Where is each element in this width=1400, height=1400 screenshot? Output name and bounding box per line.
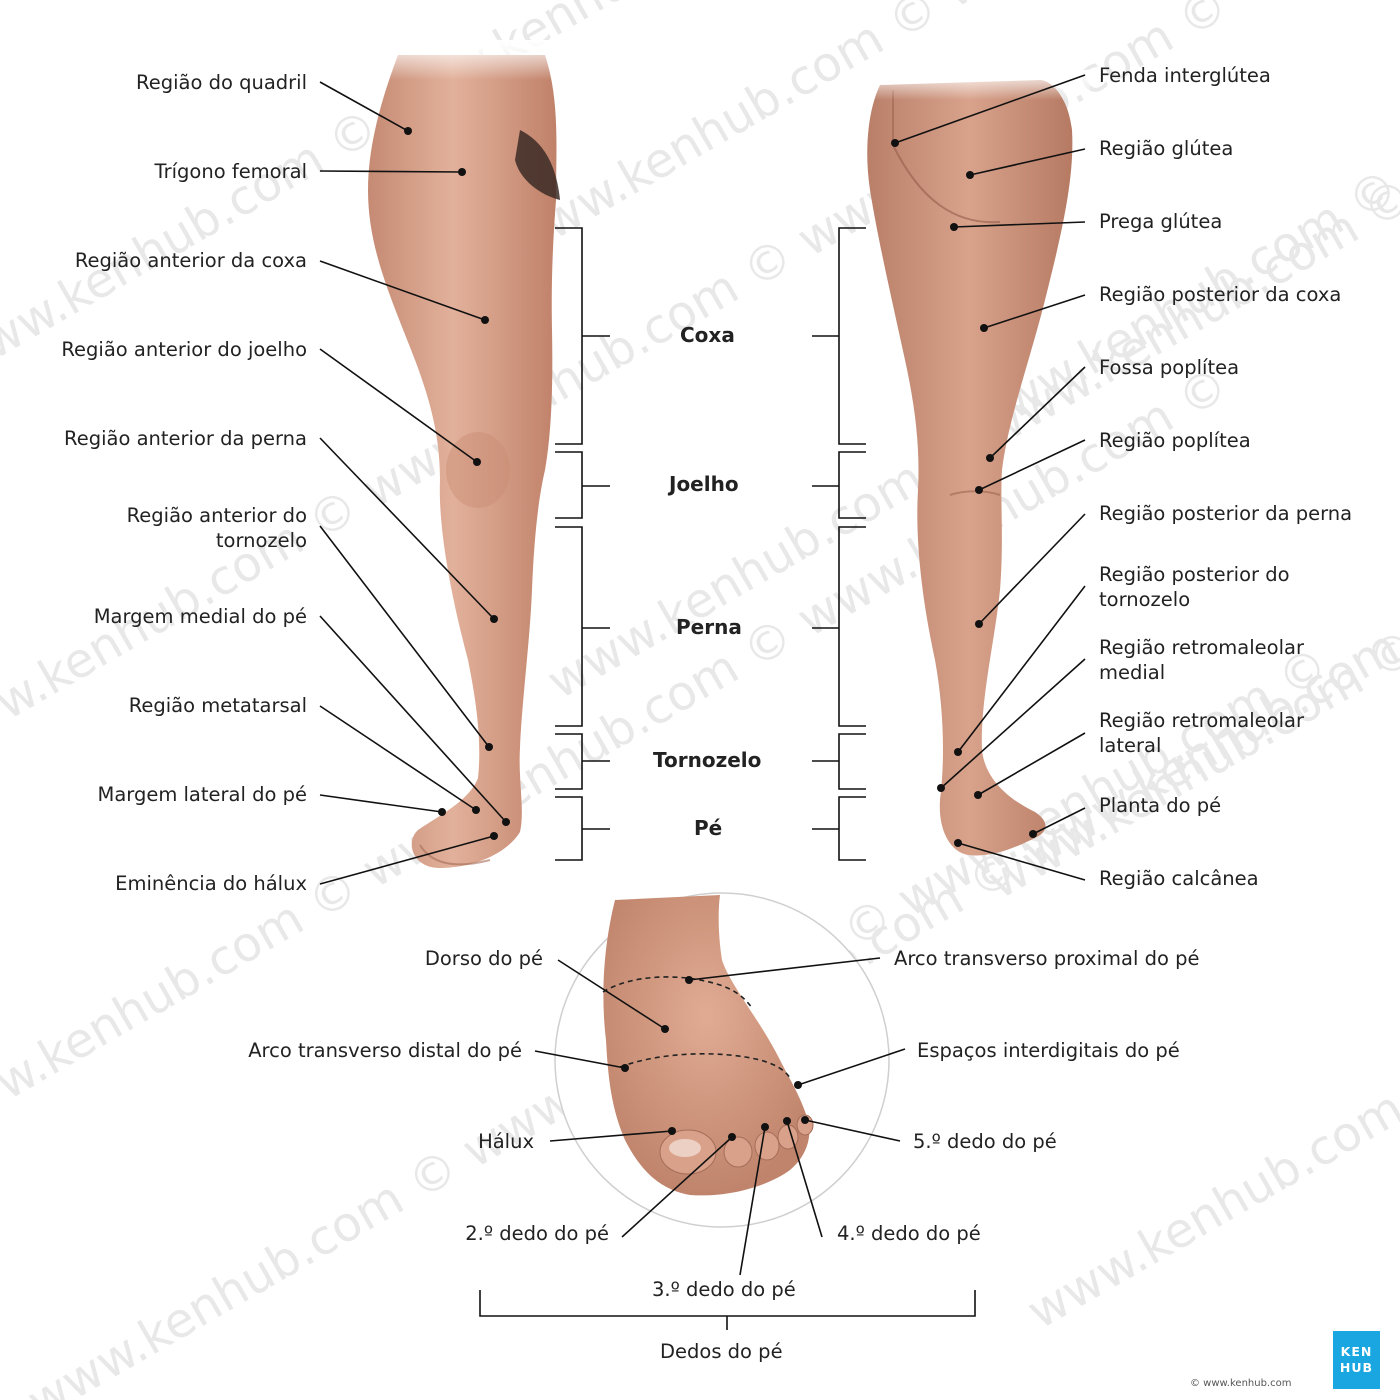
label-medial-retromalleolar-line1: Região retromaleolar [1099,636,1304,659]
label-hallux: Hálux [478,1130,534,1153]
leader-dots [404,127,1037,1141]
label-second-toe: 2.º dedo do pé [465,1222,609,1245]
anterior-leg-illustration [360,40,570,868]
label-posterior-ankle-line2: tornozelo [1099,588,1191,611]
group-label-leg: Perna [676,615,742,639]
label-fifth-toe: 5.º dedo do pé [913,1130,1057,1153]
label-posterior-leg: Região posterior da perna [1099,502,1353,525]
label-gluteal-fold: Prega glútea [1099,210,1223,233]
label-popliteal-fossa: Fossa poplítea [1099,356,1240,379]
posterior-leg-illustration [860,70,1090,856]
label-metatarsal-region: Região metatarsal [128,694,307,717]
label-lateral-retromalleolar-line1: Região retromaleolar [1099,709,1304,732]
label-lateral-retromalleolar-line2: lateral [1099,734,1162,757]
label-popliteal-region: Região poplítea [1099,429,1251,452]
logo-line1: KEN [1340,1344,1373,1359]
label-anterior-leg: Região anterior da perna [64,427,307,450]
group-label-thigh: Coxa [680,323,735,347]
label-interdigital-spaces: Espaços interdigitais do pé [917,1039,1180,1062]
label-distal-transverse-arch: Arco transverso distal do pé [248,1039,522,1062]
label-posterior-ankle-line1: Região posterior do [1099,563,1290,586]
label-hip-region: Região do quadril [136,71,307,94]
label-fourth-toe: 4.º dedo do pé [837,1222,981,1245]
label-anterior-ankle-line2: tornozelo [215,529,307,552]
label-intergluteal-cleft: Fenda interglútea [1099,64,1271,87]
leader-lines [319,74,1086,1276]
group-label-ankle: Tornozelo [653,748,762,772]
label-anterior-knee: Região anterior do joelho [61,338,307,361]
kenhub-logo[interactable]: KEN HUB [1333,1331,1380,1389]
label-hallux-eminence: Eminência do hálux [115,872,307,895]
logo-line2: HUB [1339,1360,1374,1375]
label-gluteal-region: Região glútea [1099,137,1234,160]
label-posterior-thigh: Região posterior da coxa [1099,283,1342,306]
region-brackets [479,227,976,1330]
group-label-knee: Joelho [669,472,739,496]
foot-detail-illustration [554,892,890,1228]
label-anterior-thigh: Região anterior da coxa [74,249,307,272]
label-femoral-triangle: Trígono femoral [154,160,307,183]
copyright-text: © www.kenhub.com [1190,1378,1292,1389]
label-medial-margin-foot: Margem medial do pé [93,605,307,628]
label-toes: Dedos do pé [660,1340,783,1363]
group-label-foot: Pé [694,816,723,840]
label-calcaneal-region: Região calcânea [1099,867,1259,890]
label-dorsum-of-foot: Dorso do pé [424,947,543,970]
label-lateral-margin-foot: Margem lateral do pé [97,783,308,806]
label-third-toe: 3.º dedo do pé [652,1278,796,1301]
label-proximal-transverse-arch: Arco transverso proximal do pé [894,947,1200,970]
label-anterior-ankle-line1: Região anterior do [126,504,307,527]
label-medial-retromalleolar-line2: medial [1099,661,1166,684]
label-sole: Planta do pé [1099,794,1222,817]
